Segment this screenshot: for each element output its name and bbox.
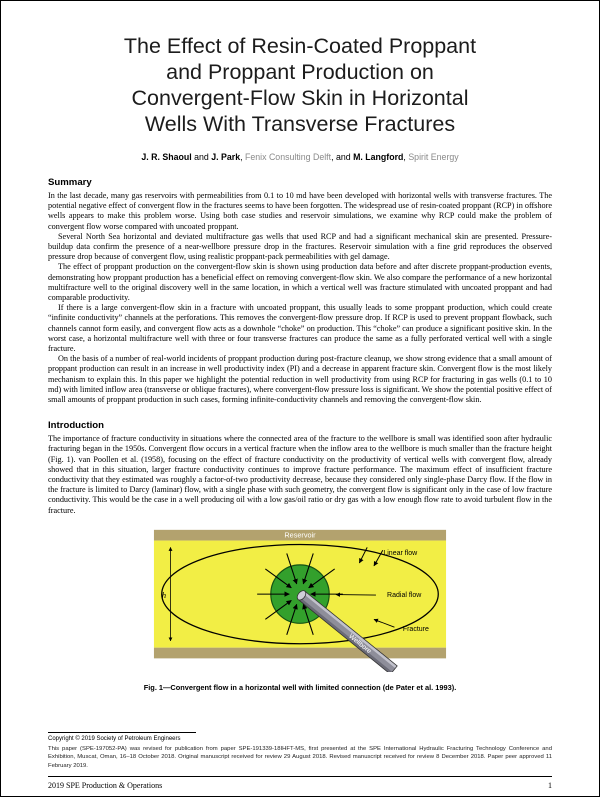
title-line-3: Convergent-Flow Skin in Horizontal xyxy=(131,86,469,110)
paragraph: In the last decade, many gas reservoirs … xyxy=(48,191,552,231)
author-name: J. Park xyxy=(211,152,241,162)
linear-flow-label: Linear flow xyxy=(383,550,418,557)
height-label: h xyxy=(162,590,167,600)
author-name: J. R. Shaoul xyxy=(141,152,192,162)
reservoir-label: Reservoir xyxy=(284,531,316,540)
page-footer: Copyright © 2019 Society of Petroleum En… xyxy=(48,732,552,790)
paper-title: The Effect of Resin-Coated Proppant and … xyxy=(48,33,552,137)
radial-flow-label: Radial flow xyxy=(387,592,422,599)
introduction-section: The importance of fracture conductivity … xyxy=(48,434,552,516)
title-line-4: Wells With Transverse Fractures xyxy=(144,112,456,136)
author-affiliation: Fenix Consulting Delft xyxy=(245,152,332,162)
fracture-label: Fracture xyxy=(403,626,429,633)
reservoir-boundary-bottom xyxy=(153,647,447,659)
fracture-leader xyxy=(373,618,395,628)
author-separator: , xyxy=(403,152,409,162)
paragraph: If there is a large convergent-flow skin… xyxy=(48,303,552,354)
footnote-divider xyxy=(48,732,196,734)
summary-section: In the last decade, many gas reservoirs … xyxy=(48,191,552,405)
paragraph: The importance of fracture conductivity … xyxy=(48,434,552,515)
page-number: 1 xyxy=(548,781,552,790)
introduction-heading: Introduction xyxy=(48,420,104,432)
copyright-line: Copyright © 2019 Society of Petroleum En… xyxy=(48,736,181,743)
linear-flow-arrows xyxy=(358,547,384,567)
author-name: M. Langford xyxy=(353,152,404,162)
drainage-ellipse xyxy=(161,543,439,645)
author-separator: , and xyxy=(331,152,354,162)
title-line-2: and Proppant Production on xyxy=(166,60,434,84)
convergent-flow-diagram: h xyxy=(153,529,447,675)
paragraph: The effect of proppant production on the… xyxy=(48,262,552,303)
paragraph: On the basis of a number of real-world i… xyxy=(48,354,552,405)
wellbore-pipe: Wellbore xyxy=(296,590,398,675)
author-affiliation: Spirit Energy xyxy=(408,152,459,162)
journal-name: 2019 SPE Production & Operations xyxy=(48,781,163,790)
footer-divider xyxy=(48,776,552,777)
author-separator: , xyxy=(240,152,245,162)
wellbore-entry-cap xyxy=(296,590,307,601)
title-line-1: The Effect of Resin-Coated Proppant xyxy=(123,34,477,58)
author-line: J. R. Shaoul and J. Park, Fenix Consulti… xyxy=(48,152,552,162)
summary-heading: Summary xyxy=(48,177,92,188)
paper-history: This paper (SPE-197052-PA) was revised f… xyxy=(48,746,552,769)
figure-1: h xyxy=(48,524,552,692)
paragraph: Several North Sea horizontal and deviate… xyxy=(48,231,552,262)
reservoir-boundary-top xyxy=(153,529,447,541)
figure-caption: Fig. 1—Convergent flow in a horizontal w… xyxy=(143,682,457,692)
author-separator: and xyxy=(191,152,212,162)
journal-row: 2019 SPE Production & Operations 1 xyxy=(48,777,552,790)
